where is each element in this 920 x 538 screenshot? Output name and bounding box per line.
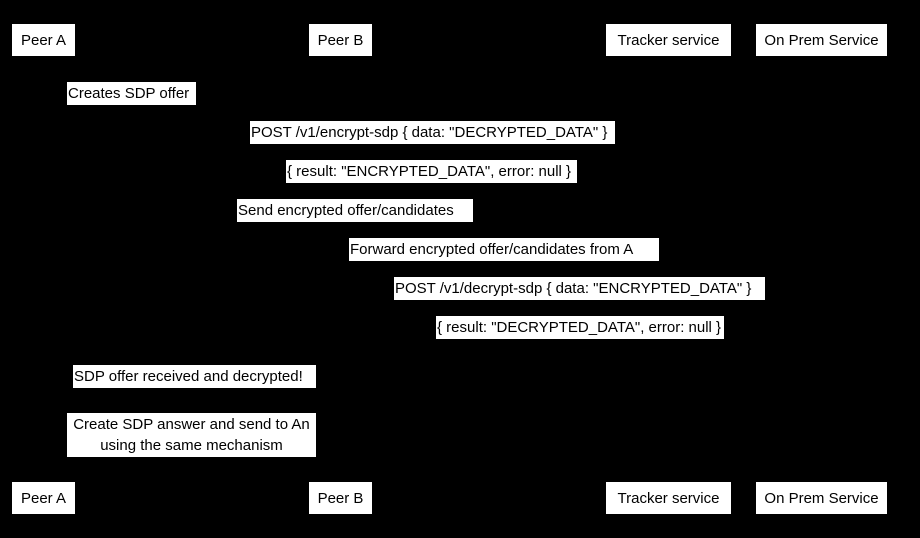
message-arrowhead-m8 [43,373,51,381]
message-arrowhead-m2 [813,129,821,137]
participant-label: Peer B [317,489,364,507]
participant-peer-a-top[interactable]: Peer A [11,23,76,57]
participant-label: Peer A [20,489,67,507]
participant-tracker-service-bottom[interactable]: Tracker service [605,481,732,515]
message-arrowhead-m6 [813,285,821,293]
message-label-post-decrypt-sdp: POST /v1/decrypt-sdp { data: "ENCRYPTED_… [394,277,765,300]
participant-label: Peer B [317,31,364,49]
message-text: SDP offer received and decrypted! [74,368,303,385]
message-text: Creates SDP offer [68,85,190,102]
participant-peer-b-top[interactable]: Peer B [308,23,373,57]
message-label-creates-sdp-offer: Creates SDP offer [67,82,196,105]
participant-peer-b-bottom[interactable]: Peer B [308,481,373,515]
message-label-forward-encrypted-offer: Forward encrypted offer/candidates from … [349,238,659,261]
message-label-result-encrypted-data: { result: "ENCRYPTED_DATA", error: null … [286,160,577,183]
participant-on-prem-service-bottom[interactable]: On Prem Service [755,481,888,515]
message-arrowhead-m4 [660,207,668,215]
message-label-send-encrypted-offer: Send encrypted offer/candidates [237,199,473,222]
message-arrowhead-m9 [332,430,340,438]
message-text: { result: "DECRYPTED_DATA", error: null … [437,319,722,336]
participant-label: Peer A [20,31,67,49]
participant-label: On Prem Service [764,31,879,49]
lifeline-on-prem-service [821,57,822,481]
lifeline-peer-a [43,57,44,481]
message-arrowhead-m5 [340,246,348,254]
message-label-result-decrypted-data: { result: "DECRYPTED_DATA", error: null … [436,316,724,339]
participant-label: Tracker service [617,31,720,49]
message-label-sdp-offer-received: SDP offer received and decrypted! [73,365,316,388]
lifeline-tracker-service [668,57,669,481]
participant-peer-a-bottom[interactable]: Peer A [11,481,76,515]
message-text-line-1: Create SDP answer and send to An [73,416,310,433]
participant-label: On Prem Service [764,489,879,507]
message-text: { result: "ENCRYPTED_DATA", error: null … [287,163,572,180]
participant-on-prem-service-top[interactable]: On Prem Service [755,23,888,57]
message-text: POST /v1/decrypt-sdp { data: "ENCRYPTED_… [395,280,752,297]
message-label-create-sdp-answer: Create SDP answer and send to An using t… [67,413,316,457]
message-text: POST /v1/encrypt-sdp { data: "DECRYPTED_… [251,124,608,141]
message-text-line-2: using the same mechanism [100,437,283,454]
message-arrowhead-m3 [43,168,51,176]
participant-tracker-service-top[interactable]: Tracker service [605,23,732,57]
message-arrowhead-m7 [340,324,348,332]
message-text: Forward encrypted offer/candidates from … [350,241,634,258]
lifeline-peer-b [340,57,341,481]
message-text: Send encrypted offer/candidates [238,202,454,219]
participant-label: Tracker service [617,489,720,507]
message-label-post-encrypt-sdp: POST /v1/encrypt-sdp { data: "DECRYPTED_… [250,121,615,144]
